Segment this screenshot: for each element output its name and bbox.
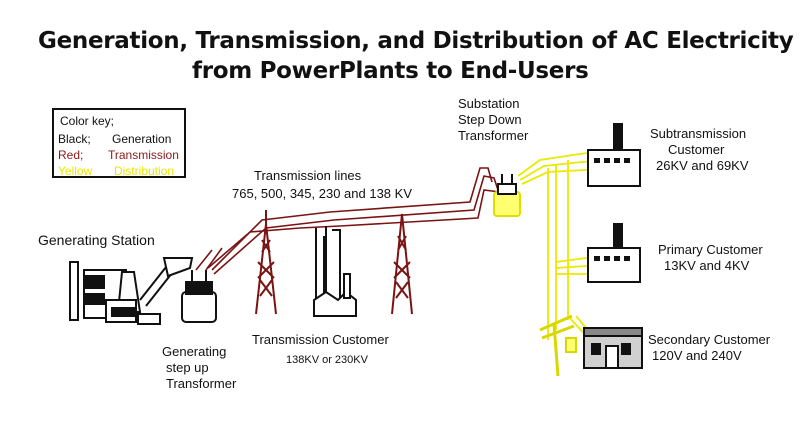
primary-customer-factory-icon — [587, 223, 641, 283]
subtransmission-label-line-1: Subtransmission — [650, 126, 747, 141]
distribution-pole-icon — [539, 314, 577, 377]
subtransmission-label-line-2: Customer — [668, 142, 725, 157]
color-key-red-meaning: Transmission — [108, 148, 179, 162]
transmission-tower-2-icon — [391, 213, 413, 315]
color-key-yellow-meaning: Distribution — [114, 164, 175, 178]
color-key-yellow-name: Yellow — [58, 164, 93, 178]
step-up-label-line-2: step up — [166, 360, 209, 375]
transmission-customer-label-line-1: Transmission Customer — [252, 332, 389, 347]
transmission-customer-factory-icon — [313, 226, 357, 317]
color-key-red-name: Red; — [58, 148, 84, 162]
primary-customer-label-line-2: 13KV and 4KV — [664, 258, 750, 273]
page-title-line-2: from PowerPlants to End-Users — [192, 58, 589, 84]
primary-customer-label-line-1: Primary Customer — [658, 242, 763, 257]
step-up-transformer-icon — [181, 270, 217, 323]
generating-station-icon — [69, 257, 194, 325]
secondary-customer-label-line-1: Secondary Customer — [648, 332, 771, 347]
transmission-customer-label-line-2: 138KV or 230KV — [286, 354, 368, 366]
step-up-label-line-1: Generating — [162, 344, 227, 359]
transmission-lines — [195, 167, 501, 275]
substation-label-line-1: Substation — [458, 96, 520, 111]
transmission-lines-label-line-2: 765, 500, 345, 230 and 138 KV — [232, 186, 412, 201]
color-key-heading: Color key; — [60, 114, 115, 128]
subtransmission-label-line-3: 26KV and 69KV — [656, 158, 749, 173]
transmission-lines-label-line-1: Transmission lines — [254, 168, 362, 183]
generating-station-label: Generating Station — [38, 232, 155, 248]
color-key: Color key; Black; Generation Red; Transm… — [52, 108, 186, 178]
page-title-line-1: Generation, Transmission, and Distributi… — [38, 28, 794, 54]
color-key-black-name: Black; — [58, 132, 91, 146]
substation-label-line-2: Step Down — [458, 112, 522, 127]
secondary-customer-house-icon — [583, 327, 643, 369]
transmission-tower-1-icon — [255, 210, 277, 315]
subtransmission-customer-factory-icon — [587, 123, 641, 187]
substation-label-line-3: Transformer — [458, 128, 529, 143]
secondary-customer-label-line-2: 120V and 240V — [652, 348, 742, 363]
substation-transformer-icon — [493, 174, 521, 217]
color-key-black-meaning: Generation — [112, 132, 172, 146]
step-up-label-line-3: Transformer — [166, 376, 237, 391]
